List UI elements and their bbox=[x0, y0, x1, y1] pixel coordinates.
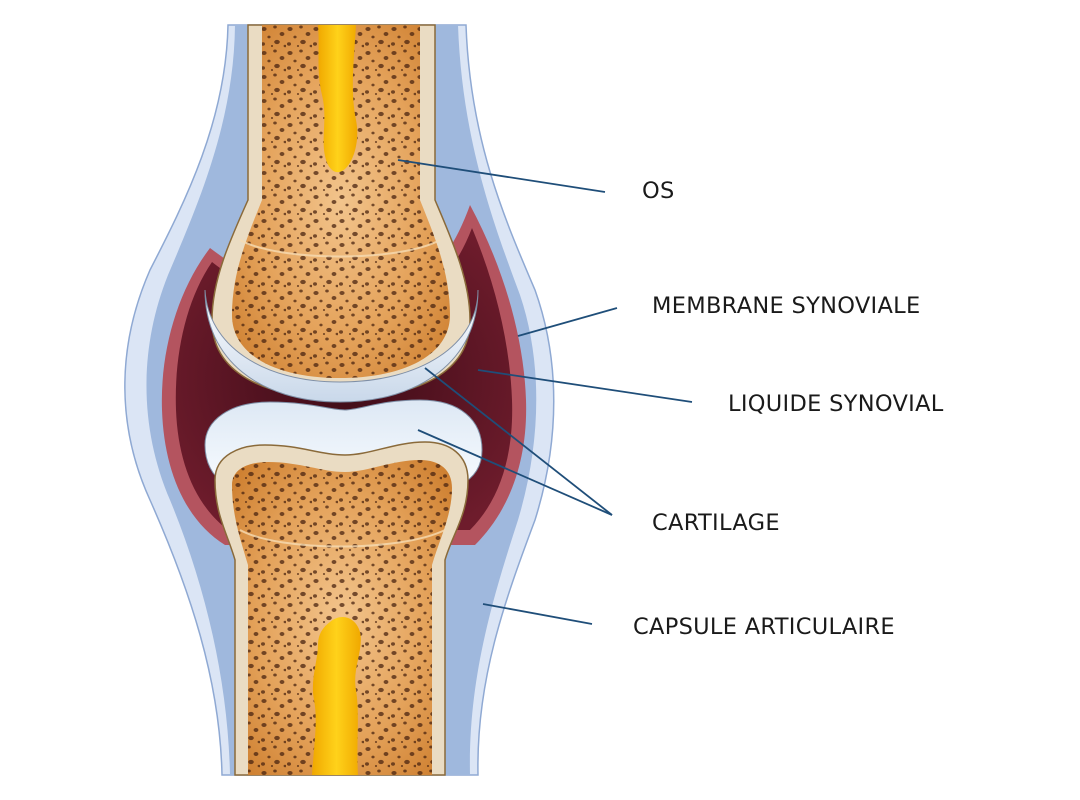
label-synovial-membrane: MEMBRANE SYNOVIALE bbox=[652, 293, 921, 319]
leader-line-capsule bbox=[482, 603, 593, 625]
lower-growth-line bbox=[239, 529, 446, 548]
leader-line-cartilage-upper bbox=[424, 367, 613, 516]
label-joint-capsule: CAPSULE ARTICULAIRE bbox=[633, 614, 895, 640]
upper-pores bbox=[232, 25, 450, 378]
label-os: OS bbox=[642, 178, 675, 204]
upper-marrow bbox=[318, 25, 358, 173]
leader-line-membrane bbox=[517, 307, 618, 337]
upper-cartilage bbox=[204, 289, 479, 403]
leader-line-cartilage-lower bbox=[417, 429, 613, 516]
lower-marrow bbox=[312, 617, 361, 775]
leader-line-liquide bbox=[477, 369, 693, 403]
label-synovial-fluid: LIQUIDE SYNOVIAL bbox=[728, 391, 944, 417]
leader-line-os bbox=[397, 159, 606, 193]
leader-lines bbox=[397, 159, 693, 625]
upper-growth-line bbox=[239, 239, 441, 258]
label-cartilage: CARTILAGE bbox=[652, 510, 780, 536]
